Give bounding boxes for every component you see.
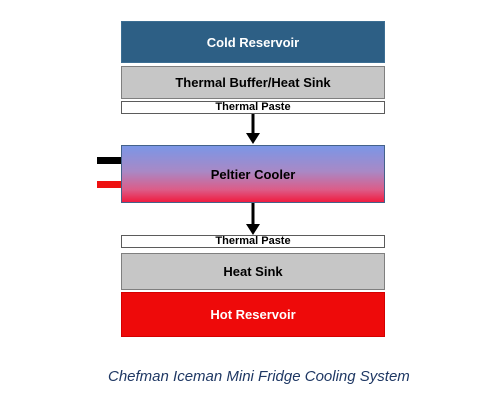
figure-caption: Chefman Iceman Mini Fridge Cooling Syste…: [108, 368, 410, 385]
arrow-down-icon: [246, 114, 260, 144]
arrow-down-icon: [246, 203, 260, 235]
heat-sink-layer: Heat Sink: [121, 253, 385, 290]
hot-reservoir-label: Hot Reservoir: [210, 307, 296, 322]
cold-reservoir-layer: Cold Reservoir: [121, 21, 385, 63]
thermal-paste-bottom-layer: Thermal Paste: [121, 235, 385, 248]
heat-sink-label: Heat Sink: [223, 264, 283, 279]
peltier-cooler-layer: Peltier Cooler: [121, 145, 385, 203]
cold-reservoir-label: Cold Reservoir: [206, 34, 300, 50]
thermal-paste-top-label: Thermal Paste: [215, 101, 291, 113]
heat-flow-arrow-bottom: [243, 203, 263, 236]
positive-wire: [97, 181, 121, 188]
hot-reservoir-layer: Hot Reservoir: [121, 292, 385, 337]
thermal-paste-bottom-label: Thermal Paste: [215, 235, 291, 247]
heat-flow-arrow-top: [243, 114, 263, 145]
thermal-paste-top-layer: Thermal Paste: [121, 101, 385, 114]
peltier-cooler-label: Peltier Cooler: [210, 166, 296, 182]
thermal-buffer-label: Thermal Buffer/Heat Sink: [175, 75, 331, 90]
thermal-buffer-layer: Thermal Buffer/Heat Sink: [121, 66, 385, 99]
negative-wire: [97, 157, 121, 164]
